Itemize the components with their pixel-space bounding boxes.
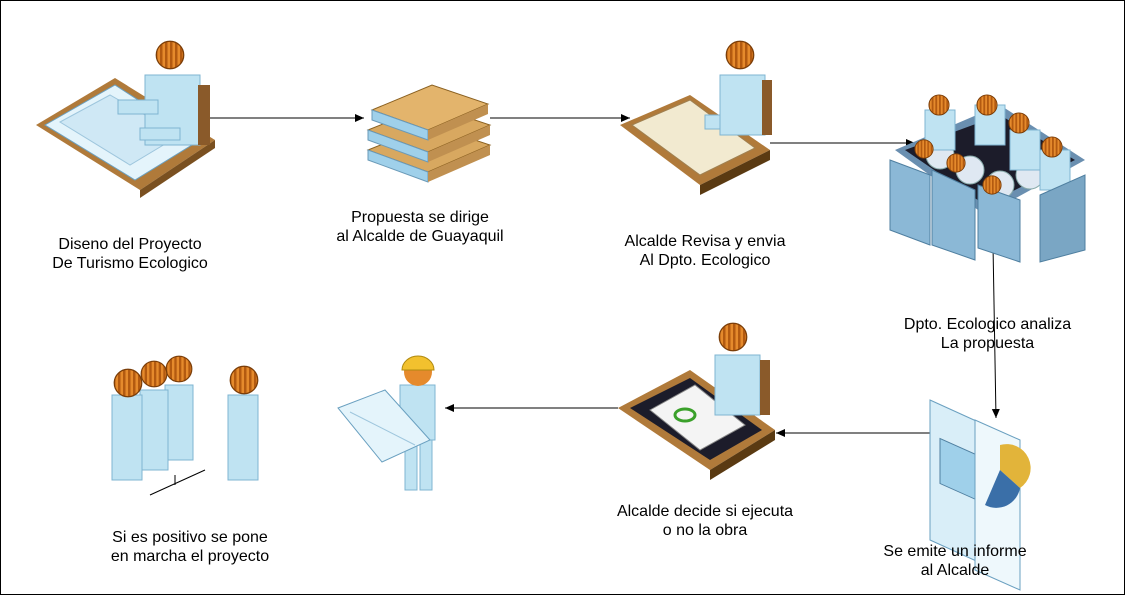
group-of-people-icon [111, 355, 259, 496]
designer-at-drafting-table-icon [36, 40, 215, 198]
report-document-icon [929, 399, 1031, 591]
engineer-with-blueprint-icon [337, 355, 436, 491]
person-signing-document-icon [618, 322, 775, 480]
conference-meeting-icon [889, 94, 1086, 263]
person-at-desk-icon [620, 40, 772, 195]
connectors [210, 114, 1000, 437]
stack-of-books-icon [366, 84, 492, 183]
arrow-4-5 [991, 244, 1000, 419]
